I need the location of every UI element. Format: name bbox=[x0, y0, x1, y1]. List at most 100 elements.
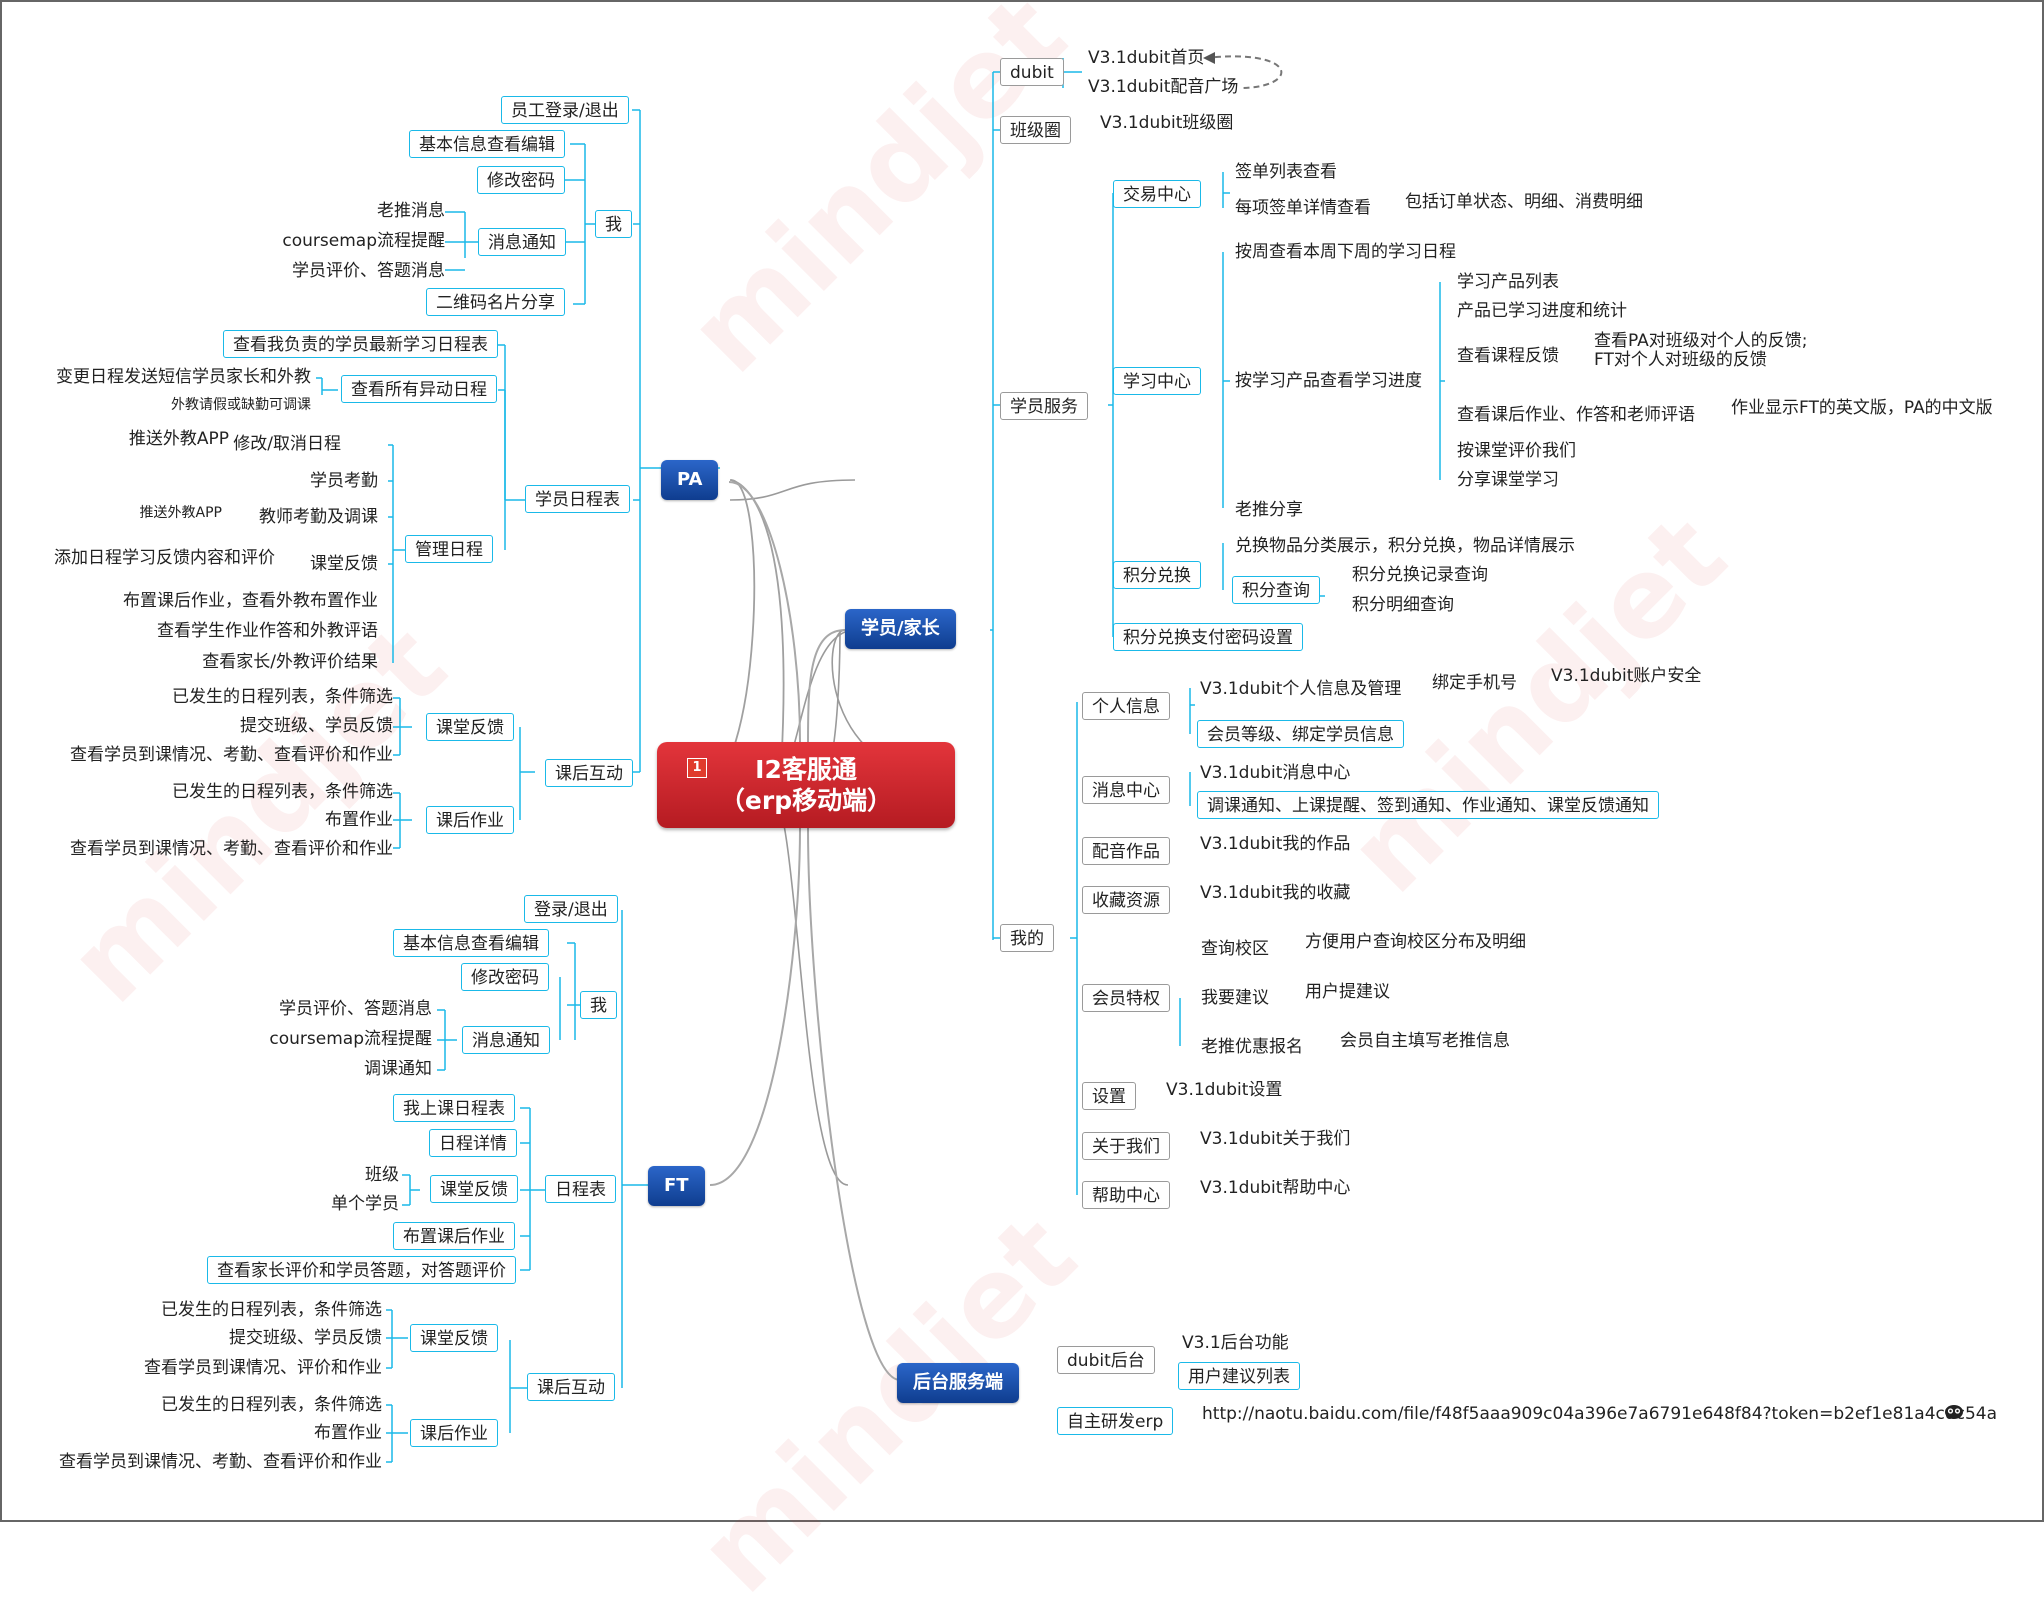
pa-schedule[interactable]: 学员日程表 bbox=[525, 485, 630, 513]
connector-lines bbox=[316, 52, 1445, 1463]
stu-refer-share: 老推分享 bbox=[1235, 500, 1303, 520]
stu-points[interactable]: 积分兑换 bbox=[1113, 561, 1201, 589]
stu-trade-detail: 每项签单详情查看 bbox=[1235, 198, 1371, 218]
stu-account-security: V3.1dubit账户安全 bbox=[1551, 666, 1702, 686]
pa-info[interactable]: 基本信息查看编辑 bbox=[409, 130, 565, 158]
pa-push-app: 推送外教APP bbox=[139, 505, 222, 521]
ft-a-fb-item: 提交班级、学员反馈 bbox=[229, 1328, 382, 1348]
ft-a-class-feedback[interactable]: 课堂反馈 bbox=[410, 1324, 498, 1352]
pa-sch-latest[interactable]: 查看我负责的学员最新学习日程表 bbox=[223, 330, 498, 358]
stu-trade-list: 签单列表查看 bbox=[1235, 162, 1337, 182]
stu-points-show: 兑换物品分类展示，积分兑换，物品详情展示 bbox=[1235, 536, 1575, 556]
stu-settings[interactable]: 设置 bbox=[1082, 1082, 1136, 1110]
pa-after-class[interactable]: 课后互动 bbox=[545, 759, 633, 787]
branch-student-parent[interactable]: 学员/家长 bbox=[845, 609, 956, 649]
branch-pa[interactable]: PA bbox=[661, 460, 719, 500]
stu-dubit[interactable]: dubit bbox=[1000, 58, 1064, 86]
ft-assign-homework[interactable]: 布置课后作业 bbox=[393, 1222, 515, 1250]
pa-push-app: 推送外教APP bbox=[128, 429, 229, 449]
stu-favorites[interactable]: 收藏资源 bbox=[1082, 886, 1170, 914]
stu-fb-note: 查看PA对班级对个人的反馈; bbox=[1594, 331, 1808, 351]
ft-password[interactable]: 修改密码 bbox=[461, 963, 549, 991]
bk-erp[interactable]: 自主研发erp bbox=[1057, 1407, 1174, 1435]
pa-messages[interactable]: 消息通知 bbox=[478, 228, 566, 256]
pa-fb-item: 查看学员到课情况、考勤、查看评价和作业 bbox=[70, 745, 393, 765]
pa-homework[interactable]: 课后作业 bbox=[426, 806, 514, 834]
stu-points-password[interactable]: 积分兑换支付密码设置 bbox=[1113, 623, 1303, 651]
stu-study-item: 分享课堂学习 bbox=[1457, 470, 1559, 490]
ft-a-fb-item: 已发生的日程列表，条件筛选 bbox=[161, 1300, 382, 1320]
ft-a-hw-item: 已发生的日程列表，条件筛选 bbox=[161, 1395, 382, 1415]
stu-study-item: 学习产品列表 bbox=[1457, 272, 1559, 292]
stu-points-query[interactable]: 积分查询 bbox=[1232, 576, 1320, 604]
pa-sch-change-note: 变更日程发送短信学员家长和外教 bbox=[56, 367, 311, 387]
ft-info[interactable]: 基本信息查看编辑 bbox=[393, 929, 549, 957]
stu-suggest: 我要建议 bbox=[1201, 988, 1269, 1008]
stu-service[interactable]: 学员服务 bbox=[1000, 392, 1088, 420]
ft-class-feedback[interactable]: 课堂反馈 bbox=[430, 1175, 518, 1203]
ft-view-evaluation[interactable]: 查看家长评价和学员答题，对答题评价 bbox=[207, 1256, 516, 1284]
stu-fav-v: V3.1dubit我的收藏 bbox=[1200, 883, 1351, 903]
pa-manage-item: 修改/取消日程 bbox=[233, 434, 341, 454]
pa-fb-item: 提交班级、学员反馈 bbox=[240, 716, 393, 736]
pa-hw-item: 布置作业 bbox=[325, 810, 393, 830]
stu-suggest-note: 用户提建议 bbox=[1305, 982, 1390, 1002]
stu-dubit-home: V3.1dubit首页 bbox=[1088, 48, 1205, 68]
stu-class-circle[interactable]: 班级圈 bbox=[1000, 116, 1071, 144]
ft-schedule-detail[interactable]: 日程详情 bbox=[429, 1129, 517, 1157]
stu-refer-note: 会员自主填写老推信息 bbox=[1340, 1031, 1510, 1051]
pa-manage[interactable]: 管理日程 bbox=[405, 535, 493, 563]
stu-personal-info[interactable]: 个人信息 bbox=[1082, 692, 1170, 720]
branch-backend[interactable]: 后台服务端 bbox=[897, 1363, 1019, 1403]
ft-messages[interactable]: 消息通知 bbox=[462, 1026, 550, 1054]
stu-study-item: 查看课后作业、作答和老师评语 bbox=[1457, 405, 1695, 425]
stu-study-item: 按课堂评价我们 bbox=[1457, 441, 1576, 461]
pa-sch-change[interactable]: 查看所有异动日程 bbox=[341, 375, 497, 403]
bk-url-link[interactable]: http://naotu.baidu.com/file/f48f5aaa909c… bbox=[1202, 1404, 1998, 1424]
ft-my-schedule[interactable]: 我上课日程表 bbox=[393, 1094, 515, 1122]
ft-msg-item: 调课通知 bbox=[364, 1059, 432, 1079]
stu-member-privilege[interactable]: 会员特权 bbox=[1082, 984, 1170, 1012]
bk-dubit-backend[interactable]: dubit后台 bbox=[1057, 1346, 1155, 1374]
stu-help-v: V3.1dubit帮助中心 bbox=[1200, 1178, 1351, 1198]
ft-me[interactable]: 我 bbox=[580, 991, 617, 1019]
pa-sch-change-note: 外教请假或缺勤可调课 bbox=[171, 397, 311, 413]
stu-msg-types[interactable]: 调课通知、上课提醒、签到通知、作业通知、课堂反馈通知 bbox=[1197, 791, 1659, 819]
pa-msg-item: coursemap流程提醒 bbox=[282, 231, 445, 251]
ft-login[interactable]: 登录/退出 bbox=[524, 895, 618, 923]
stu-help[interactable]: 帮助中心 bbox=[1082, 1181, 1170, 1209]
pa-fb-item: 已发生的日程列表，条件筛选 bbox=[172, 687, 393, 707]
stu-message-center[interactable]: 消息中心 bbox=[1082, 776, 1170, 804]
pa-class-feedback[interactable]: 课堂反馈 bbox=[426, 713, 514, 741]
pa-msg-item: 学员评价、答题消息 bbox=[292, 261, 445, 281]
mindmap-brain-icon bbox=[1945, 1405, 1963, 1419]
ft-a-homework[interactable]: 课后作业 bbox=[410, 1419, 498, 1447]
pa-hw-item: 已发生的日程列表，条件筛选 bbox=[172, 782, 393, 802]
pa-manage-item: 布置课后作业，查看外教布置作业 bbox=[123, 591, 378, 611]
pa-qr-share[interactable]: 二维码名片分享 bbox=[426, 288, 565, 316]
stu-study-center[interactable]: 学习中心 bbox=[1113, 367, 1201, 395]
bk-suggest-list[interactable]: 用户建议列表 bbox=[1178, 1362, 1300, 1390]
pa-me[interactable]: 我 bbox=[595, 210, 632, 238]
stu-trade-detail-note: 包括订单状态、明细、消费明细 bbox=[1405, 192, 1643, 212]
pa-login[interactable]: 员工登录/退出 bbox=[501, 96, 629, 124]
pa-manage-item: 课堂反馈 bbox=[310, 554, 378, 574]
stu-member-level[interactable]: 会员等级、绑定学员信息 bbox=[1197, 720, 1404, 748]
pa-password[interactable]: 修改密码 bbox=[477, 166, 565, 194]
pa-hw-item: 查看学员到课情况、考勤、查看评价和作业 bbox=[70, 839, 393, 859]
ft-schedule[interactable]: 日程表 bbox=[545, 1175, 616, 1203]
ft-after-class[interactable]: 课后互动 bbox=[527, 1373, 615, 1401]
stu-personal-mgmt: V3.1dubit个人信息及管理 bbox=[1200, 679, 1402, 699]
stu-mine[interactable]: 我的 bbox=[1000, 924, 1054, 952]
stu-dub-works[interactable]: 配音作品 bbox=[1082, 837, 1170, 865]
central-topic[interactable]: 1 I2客服通 （erp移动端） bbox=[657, 742, 955, 828]
stu-trade-center[interactable]: 交易中心 bbox=[1113, 180, 1201, 208]
stu-points-q-item: 积分兑换记录查询 bbox=[1352, 565, 1488, 585]
branch-ft[interactable]: FT bbox=[648, 1166, 705, 1206]
ft-a-hw-item: 布置作业 bbox=[314, 1423, 382, 1443]
stu-about-v: V3.1dubit关于我们 bbox=[1200, 1129, 1351, 1149]
ft-a-fb-item: 查看学员到课情况、评价和作业 bbox=[144, 1358, 382, 1378]
stu-study-item: 产品已学习进度和统计 bbox=[1457, 301, 1627, 321]
canvas-frame bbox=[0, 0, 2044, 1522]
stu-about[interactable]: 关于我们 bbox=[1082, 1132, 1170, 1160]
